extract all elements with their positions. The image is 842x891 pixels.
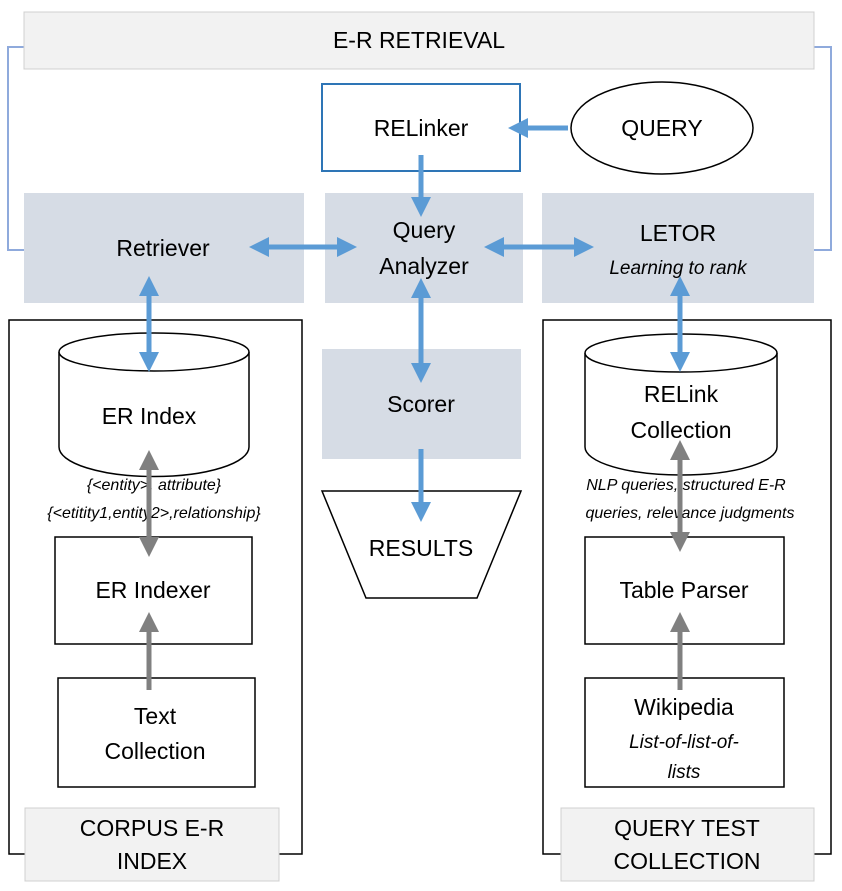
results-label: RESULTS	[369, 535, 473, 561]
corpus-group-label-2: INDEX	[117, 848, 187, 874]
relink-collection-label-1: RELink	[644, 381, 719, 407]
text-collection-label-1: Text	[134, 703, 177, 729]
relink-collection-label-2: Collection	[631, 417, 732, 443]
letor-sublabel: Learning to rank	[609, 258, 748, 279]
query-ellipse	[570, 81, 754, 175]
text-collection-box	[57, 677, 256, 788]
wikipedia-sublabel-2: lists	[668, 762, 701, 783]
query-analyzer-panel	[325, 193, 523, 303]
text-collection-label-2: Collection	[105, 738, 206, 764]
relink-annotation-2: queries, relevance judgments	[585, 505, 794, 522]
query-test-group-label-2: COLLECTION	[614, 848, 761, 874]
diagram-title: E-R RETRIEVAL	[333, 27, 505, 53]
retriever-label: Retriever	[116, 235, 210, 261]
wikipedia-label: Wikipedia	[634, 694, 734, 720]
wikipedia-box	[584, 677, 785, 788]
query-label: QUERY	[621, 115, 702, 141]
corpus-group-label-1: CORPUS E-R	[80, 815, 224, 841]
corpus-group-label-box	[24, 807, 280, 882]
query-test-group-label-box	[560, 807, 815, 882]
scorer-label: Scorer	[387, 391, 455, 417]
query-analyzer-label-1: Query	[393, 217, 456, 243]
query-test-group-label-1: QUERY TEST	[614, 815, 760, 841]
letor-label: LETOR	[640, 220, 716, 246]
right-bracket	[814, 46, 832, 251]
er-index-annotation-1: {<entity>, attribute}	[87, 477, 222, 494]
wikipedia-sublabel-1: List-of-list-of-	[629, 732, 739, 753]
title-bar	[23, 11, 815, 70]
er-index-annotation-2: {<etitity1,entity2>,relationship}	[47, 505, 261, 522]
left-bracket	[7, 46, 24, 251]
er-indexer-label: ER Indexer	[95, 577, 210, 603]
query-analyzer-label-2: Analyzer	[379, 253, 469, 279]
results-trapezoid	[320, 490, 523, 599]
er-index-label: ER Index	[102, 403, 197, 429]
relink-annotation-1: NLP queries, structured E-R	[586, 477, 786, 494]
table-parser-label: Table Parser	[619, 577, 748, 603]
relinker-label: RELinker	[374, 115, 469, 141]
